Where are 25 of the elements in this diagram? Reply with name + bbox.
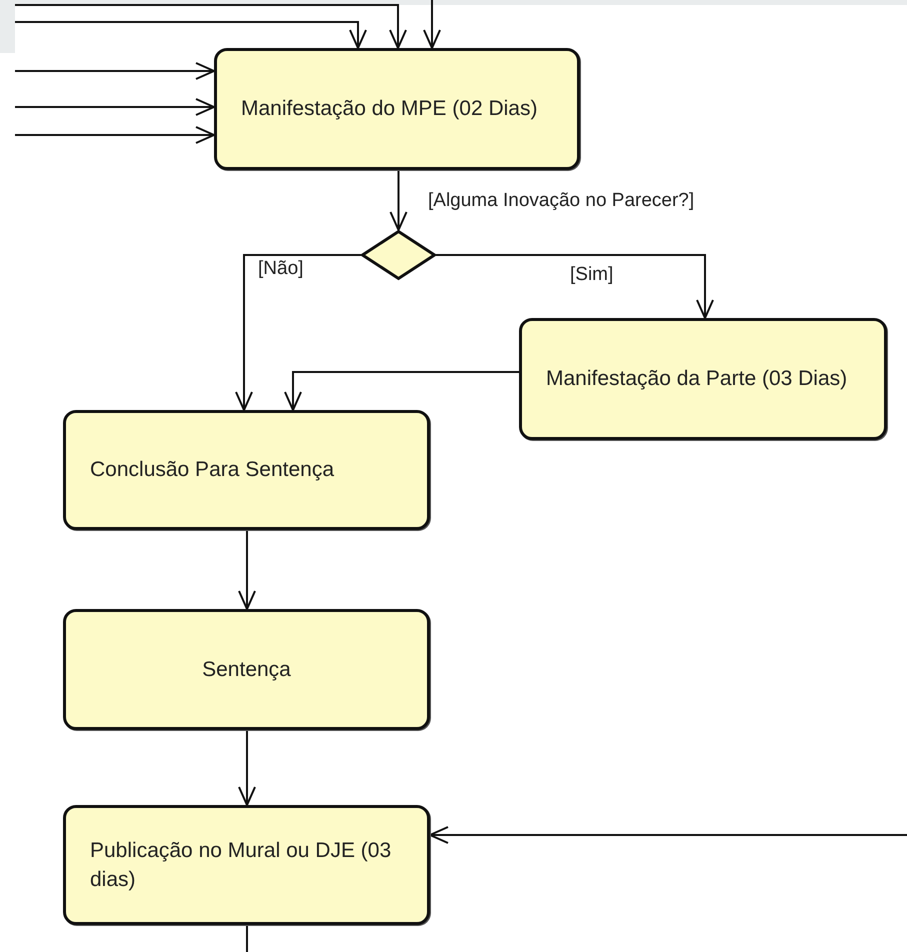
arrow — [390, 170, 408, 231]
activity-box — [63, 410, 430, 530]
activity-text: Conclusão Para Sentença — [90, 457, 334, 484]
arrow — [284, 371, 519, 411]
arrow — [235, 254, 361, 411]
arrow — [429, 826, 907, 844]
arrow — [238, 530, 256, 610]
arrow — [423, 0, 441, 49]
arrow — [436, 254, 714, 319]
activity-box — [519, 318, 887, 440]
arrow — [15, 21, 367, 49]
activity-box — [63, 609, 430, 730]
activity-box — [63, 805, 430, 925]
activity-text: Manifestação do MPE (02 Dias) — [241, 96, 538, 122]
arrow — [15, 62, 215, 80]
activity-text: Publicação no Mural ou DJE (03 dias) — [90, 838, 392, 893]
edge-label: [Não] — [256, 258, 306, 280]
arrow — [15, 4, 407, 49]
activity-box — [214, 48, 580, 170]
connector-line — [246, 925, 248, 952]
arrow — [15, 126, 215, 144]
arrow — [15, 98, 215, 116]
activity-text: Manifestação da Parte (03 Dias) — [546, 366, 848, 392]
activity-text: Sentença — [202, 656, 291, 683]
arrow — [238, 730, 256, 806]
